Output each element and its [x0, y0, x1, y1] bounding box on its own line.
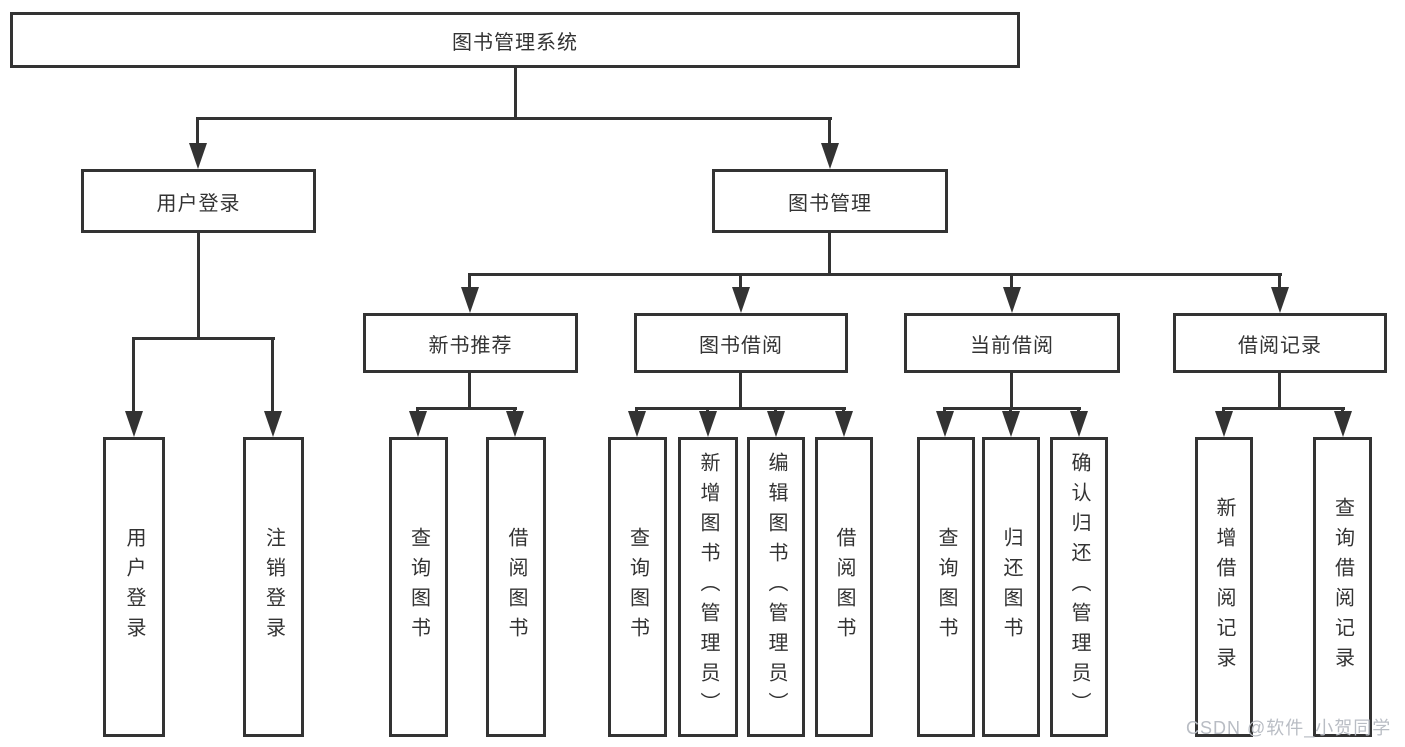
leaf-label: 编辑图书（管理员） [765, 452, 787, 722]
leaf-label: 注销登录 [262, 527, 285, 647]
arrowhead-down-icon [767, 411, 785, 437]
leaf-label: 新增图书（管理员） [697, 452, 719, 722]
leaf-label: 确认归还（管理员） [1068, 452, 1090, 722]
node-root-library-system: 图书管理系统 [10, 12, 1020, 68]
arrowhead-down-icon [821, 143, 839, 169]
leaf-label: 借阅图书 [833, 527, 855, 647]
connector-line [468, 373, 471, 410]
connector-line [271, 337, 274, 413]
arrowhead-down-icon [936, 411, 954, 437]
leaf-confirm-return-admin: 确认归还（管理员） [1050, 437, 1108, 737]
node-new-book-recommend: 新书推荐 [363, 313, 578, 373]
leaf-query-books-borrow: 查询图书 [608, 437, 667, 737]
arrowhead-down-icon [1334, 411, 1352, 437]
node-book-management: 图书管理 [712, 169, 948, 233]
connector-line [636, 407, 846, 410]
arrowhead-down-icon [506, 411, 524, 437]
arrowhead-down-icon [409, 411, 427, 437]
leaf-label: 查询图书 [626, 527, 649, 647]
connector-line [196, 117, 832, 120]
leaf-query-books-current: 查询图书 [917, 437, 975, 737]
leaf-label: 借阅图书 [505, 527, 527, 647]
leaf-query-books-recommend: 查询图书 [389, 437, 448, 737]
connector-line [514, 68, 517, 120]
connector-line [739, 373, 742, 410]
leaf-return-book: 归还图书 [982, 437, 1040, 737]
connector-line [132, 337, 275, 340]
connector-line [1278, 273, 1281, 291]
arrowhead-down-icon [189, 143, 207, 169]
connector-line [468, 273, 471, 291]
connector-line [196, 117, 199, 145]
connector-line [944, 407, 1081, 410]
leaf-borrow-books: 借阅图书 [815, 437, 873, 737]
node-borrow-records: 借阅记录 [1173, 313, 1387, 373]
node-current-borrow: 当前借阅 [904, 313, 1120, 373]
leaf-label: 查询图书 [407, 527, 430, 647]
connector-line [1010, 373, 1013, 410]
leaf-label: 新增借阅记录 [1213, 497, 1235, 677]
leaf-logout: 注销登录 [243, 437, 304, 737]
leaf-query-borrow-record: 查询借阅记录 [1313, 437, 1372, 737]
arrowhead-down-icon [1215, 411, 1233, 437]
arrowhead-down-icon [699, 411, 717, 437]
leaf-label: 查询借阅记录 [1331, 497, 1354, 677]
node-user-login: 用户登录 [81, 169, 316, 233]
connector-line [828, 233, 831, 276]
leaf-borrow-books-recommend: 借阅图书 [486, 437, 546, 737]
leaf-add-book-admin: 新增图书（管理员） [678, 437, 738, 737]
connector-line [416, 407, 517, 410]
arrowhead-down-icon [264, 411, 282, 437]
connector-line [197, 233, 200, 340]
leaf-user-login: 用户登录 [103, 437, 165, 737]
leaf-label: 归还图书 [1000, 527, 1022, 647]
arrowhead-down-icon [1070, 411, 1088, 437]
arrowhead-down-icon [732, 287, 750, 313]
connector-line [739, 273, 742, 291]
connector-line [828, 117, 831, 145]
connector-line [1278, 373, 1281, 410]
arrowhead-down-icon [125, 411, 143, 437]
connector-line [132, 337, 135, 413]
connector-line [469, 273, 1282, 276]
leaf-add-borrow-record: 新增借阅记录 [1195, 437, 1253, 737]
arrowhead-down-icon [1003, 287, 1021, 313]
arrowhead-down-icon [461, 287, 479, 313]
connector-line [1010, 273, 1013, 291]
arrowhead-down-icon [628, 411, 646, 437]
leaf-label: 查询图书 [935, 527, 957, 647]
node-book-borrow: 图书借阅 [634, 313, 848, 373]
leaf-label: 用户登录 [123, 527, 145, 647]
leaf-edit-book-admin: 编辑图书（管理员） [747, 437, 805, 737]
csdn-watermark: CSDN @软件_小贺同学 [1186, 718, 1392, 738]
arrowhead-down-icon [1002, 411, 1020, 437]
arrowhead-down-icon [835, 411, 853, 437]
arrowhead-down-icon [1271, 287, 1289, 313]
connector-line [1222, 407, 1345, 410]
